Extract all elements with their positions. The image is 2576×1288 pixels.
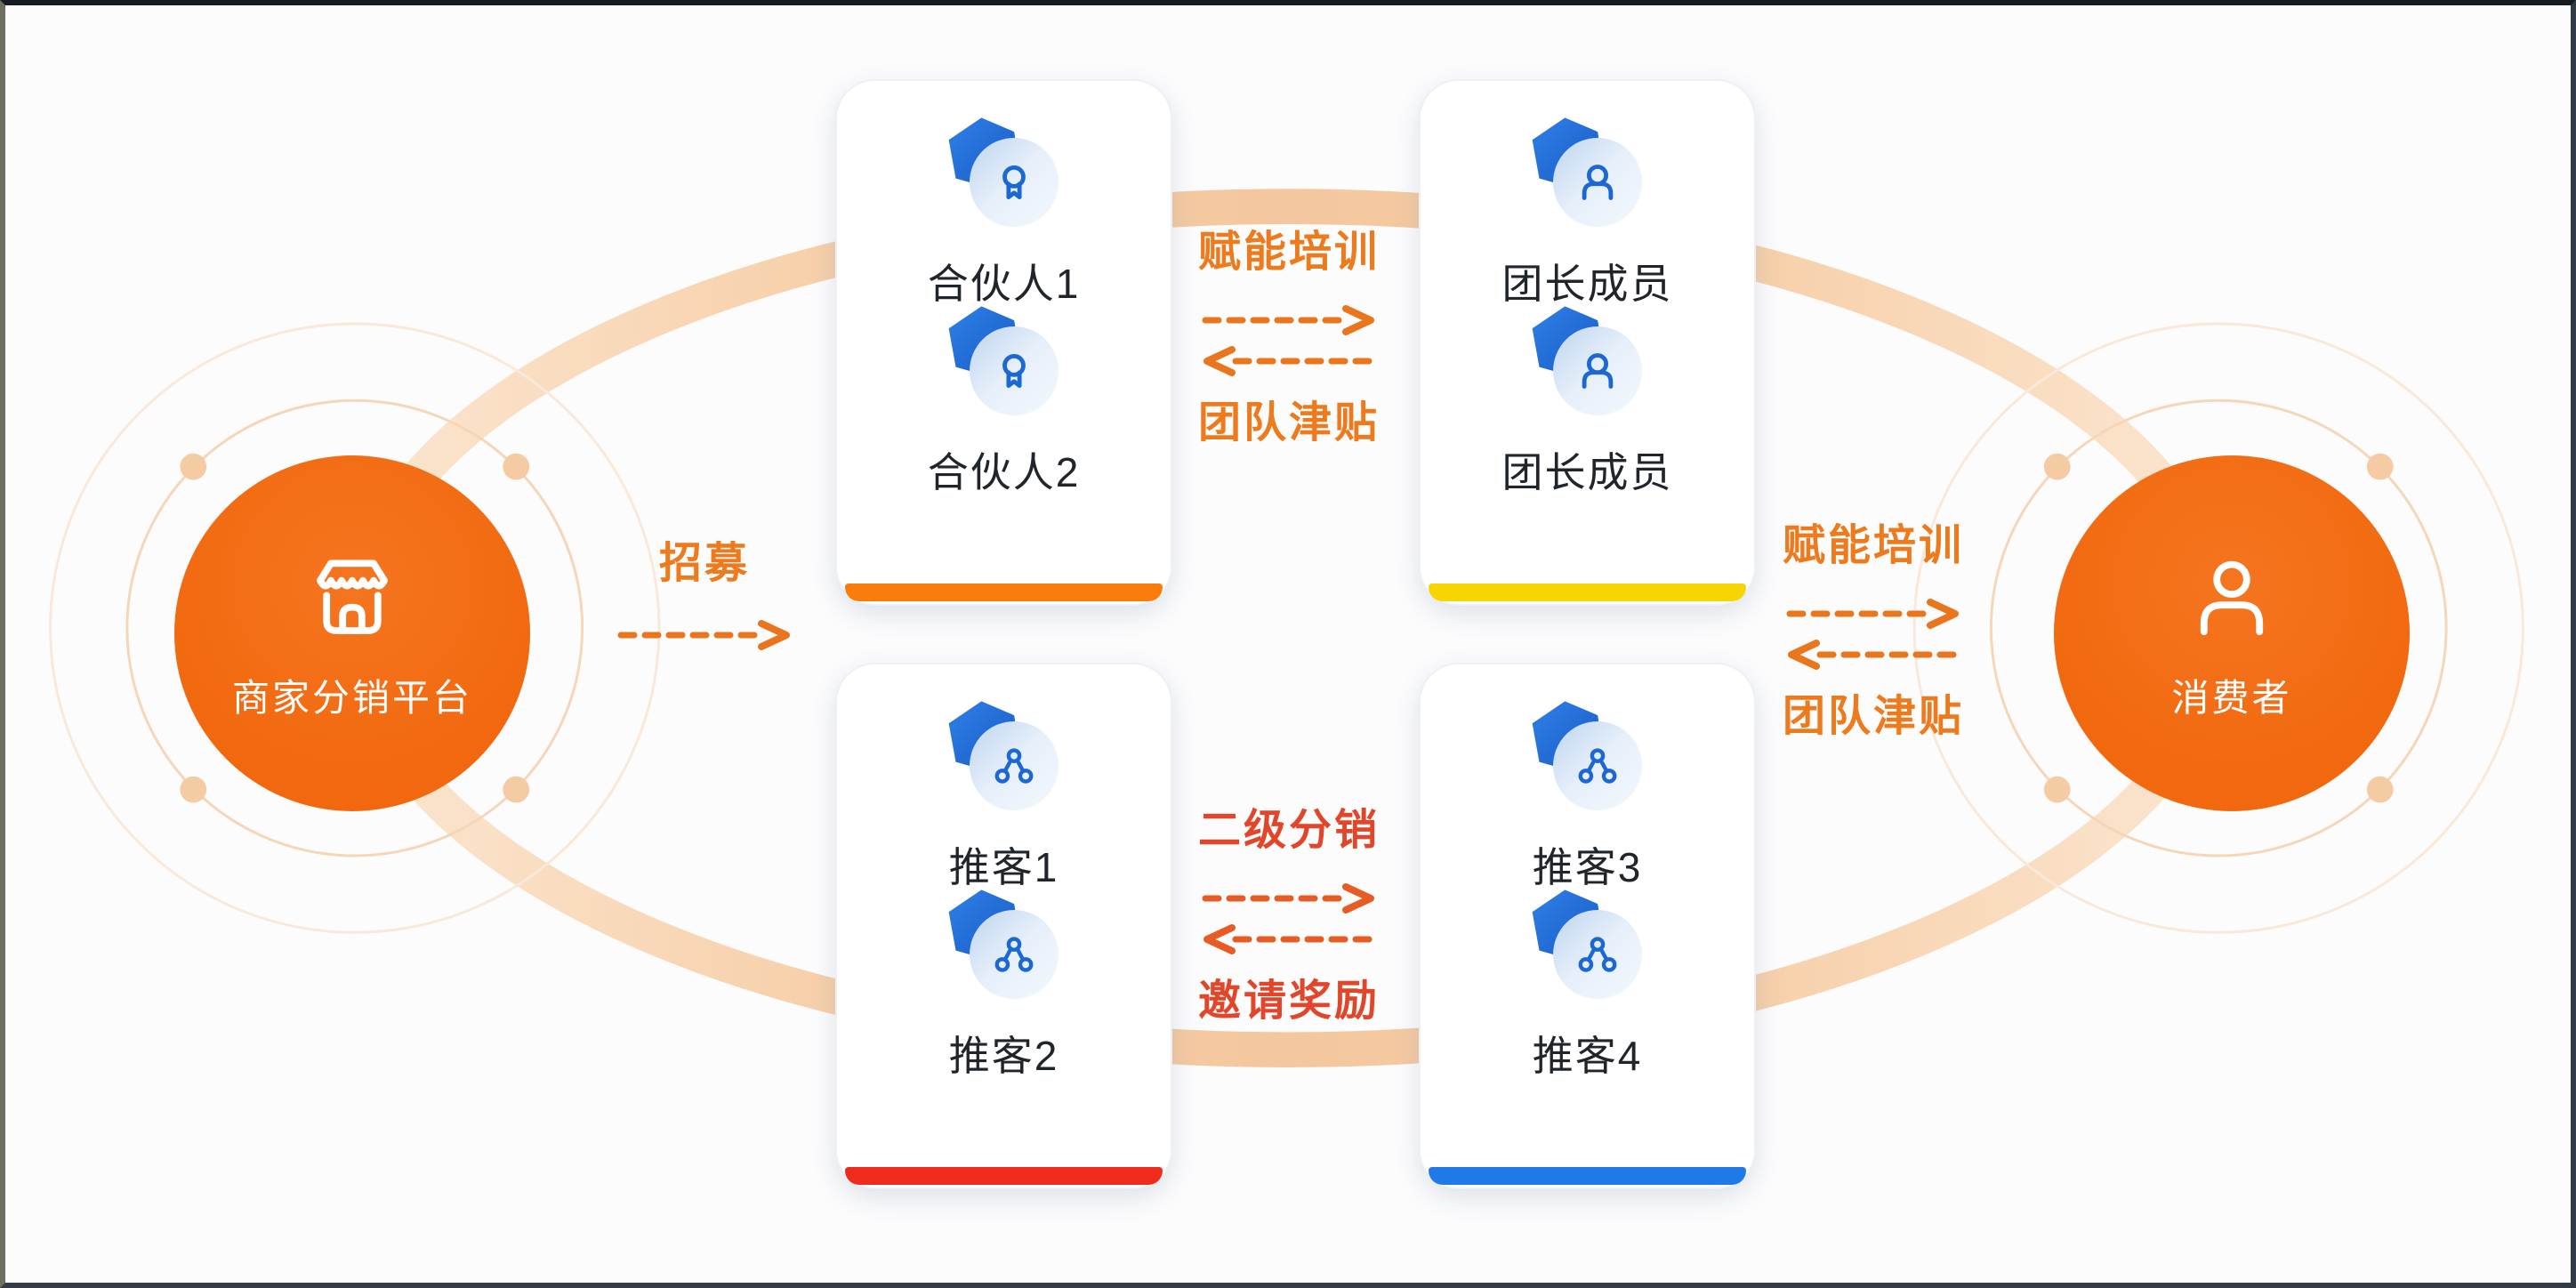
member-item: 推客1 xyxy=(837,700,1171,894)
promoter-share-icon xyxy=(1521,700,1654,826)
leader-person-icon xyxy=(1521,117,1654,243)
badge-icon xyxy=(969,326,1059,415)
platform-label: 商家分销平台 xyxy=(231,676,472,719)
flow-label-backward: 团队津贴 xyxy=(1782,693,1964,740)
partner-badge-icon xyxy=(938,305,1071,431)
badge-icon xyxy=(969,138,1059,227)
promoter-share-icon xyxy=(938,700,1071,826)
flow-label-backward: 邀请奖励 xyxy=(1197,978,1380,1025)
person-icon xyxy=(1552,138,1642,227)
card-accent-bar xyxy=(1429,584,1746,601)
card-accent-bar xyxy=(845,1167,1163,1185)
platform-node: 商家分销平台 xyxy=(174,455,530,811)
member-label: 推客2 xyxy=(948,1033,1059,1079)
member-item: 团长成员 xyxy=(1421,305,1754,499)
share-network-icon xyxy=(969,910,1059,999)
dashed-arrow-right-icon xyxy=(1202,305,1374,335)
flow-label-backward: 团队津贴 xyxy=(1197,399,1380,447)
member-label: 推客1 xyxy=(948,844,1059,890)
member-item: 推客2 xyxy=(837,889,1171,1083)
card-accent-bar xyxy=(1429,1167,1746,1185)
dashed-arrow-right-icon xyxy=(1786,599,1959,629)
flow-label-recruit: 招募 xyxy=(658,540,750,587)
member-label: 团长成员 xyxy=(1501,449,1673,495)
flow-bottom: 二级分销 邀请奖励 xyxy=(1191,808,1387,1025)
member-label: 团长成员 xyxy=(1501,261,1673,307)
member-item: 合伙人2 xyxy=(837,305,1171,499)
dashed-arrow-left-icon xyxy=(1788,640,1960,670)
share-network-icon xyxy=(969,721,1059,810)
partner-badge-icon xyxy=(938,117,1071,243)
dashed-arrow-left-icon xyxy=(1203,924,1376,954)
member-item: 合伙人1 xyxy=(837,117,1171,310)
consumer-label: 消费者 xyxy=(2171,676,2292,719)
card-accent-bar xyxy=(845,584,1163,601)
share-network-icon xyxy=(1552,721,1642,810)
dashed-arrow-right-icon xyxy=(1202,883,1374,914)
promoter-share-icon xyxy=(1521,889,1654,1015)
card-promoters-left: 推客1 推客2 xyxy=(835,663,1172,1189)
card-partners: 合伙人1 合伙人2 xyxy=(835,79,1172,606)
flow-top: 赋能培训 团队津贴 xyxy=(1191,229,1387,447)
flow-recruit: 招募 xyxy=(607,541,802,651)
store-icon xyxy=(317,559,388,634)
card-leaders: 团长成员 团长成员 xyxy=(1419,79,1756,606)
member-label: 合伙人2 xyxy=(927,449,1081,495)
share-network-icon xyxy=(1552,910,1642,999)
member-item: 推客3 xyxy=(1421,700,1754,894)
member-item: 推客4 xyxy=(1421,889,1754,1083)
dashed-arrow-right-icon xyxy=(617,620,790,650)
person-icon xyxy=(1552,326,1642,415)
member-item: 团长成员 xyxy=(1421,117,1754,310)
card-promoters-right: 推客3 推客4 xyxy=(1419,663,1756,1189)
leader-person-icon xyxy=(1521,305,1654,431)
member-label: 推客3 xyxy=(1532,844,1643,890)
flow-right: 赋能培训 团队津贴 xyxy=(1775,523,1971,740)
consumer-person-icon xyxy=(2200,560,2264,635)
flow-label-forward: 二级分销 xyxy=(1197,807,1380,854)
flow-label-forward: 赋能培训 xyxy=(1782,522,1964,569)
flow-label-forward: 赋能培训 xyxy=(1197,229,1380,276)
member-label: 合伙人1 xyxy=(927,261,1081,307)
dashed-arrow-left-icon xyxy=(1203,346,1376,376)
consumer-node: 消费者 xyxy=(2054,455,2410,811)
promoter-share-icon xyxy=(938,889,1071,1015)
member-label: 推客4 xyxy=(1532,1033,1643,1079)
